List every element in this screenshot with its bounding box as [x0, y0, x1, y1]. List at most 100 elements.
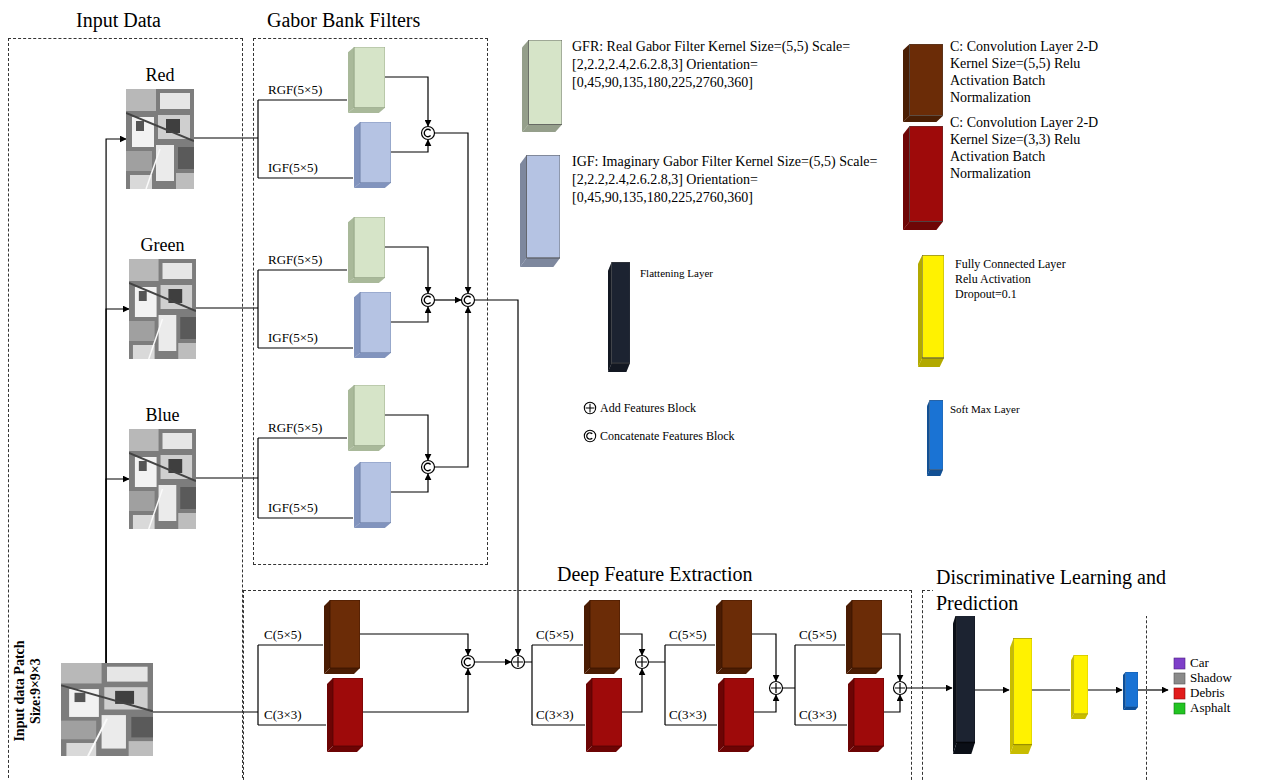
- feed-lines: [152, 100, 1070, 725]
- swatch-shade: [520, 155, 527, 267]
- arrow-lines: [360, 77, 1168, 712]
- panel-heading: Discriminative Learning and Prediction: [933, 564, 1169, 616]
- swatch-face: [529, 40, 562, 125]
- aerial-photo-pattern: [129, 429, 196, 529]
- layer-label: C(5×5): [669, 627, 707, 643]
- merge-symbols: [422, 127, 907, 695]
- legend-swatch: [903, 126, 943, 230]
- image-node: Input data Patch Size:9×9×3: [61, 663, 153, 756]
- channel-name: Red: [126, 64, 194, 86]
- swatch-side: [903, 44, 910, 122]
- gabor-filter-blocks: [348, 47, 391, 528]
- layer-label: C(3×3): [536, 707, 574, 723]
- legend-text: Concatenate Features Block: [600, 429, 800, 443]
- swatch-side: [608, 262, 612, 372]
- swatch-face: [910, 44, 943, 116]
- swatch-shade: [520, 258, 560, 267]
- panel-heading: Deep Feature Extraction: [554, 562, 755, 586]
- swatch-shade: [522, 40, 529, 132]
- aerial-photo: [129, 429, 196, 529]
- swatch-shade: [918, 358, 944, 367]
- class-name: Asphalt: [1190, 700, 1230, 716]
- swatch-shade: [903, 116, 943, 122]
- swatch-shade: [522, 125, 562, 132]
- image-node: Red: [126, 89, 194, 189]
- aerial-photo: [61, 663, 153, 756]
- swatch-side: [918, 255, 922, 367]
- swatch-side: [608, 363, 630, 372]
- panel-heading: Gabor Bank Filters: [264, 8, 423, 32]
- swatch-side: [903, 126, 910, 230]
- swatch-shade: [903, 44, 910, 122]
- legend-swatch: [608, 262, 630, 372]
- swatch-side: [522, 125, 562, 132]
- legend-swatch: [927, 400, 943, 476]
- swatch-shade: [927, 470, 943, 476]
- connector-arrow: [106, 309, 129, 663]
- legend-text: Flattening Layer: [640, 266, 760, 280]
- swatch-face: [612, 262, 630, 363]
- swatch-side: [520, 258, 560, 267]
- group-panel: Input DataRedGreenBlueInput data Patch S…: [8, 38, 243, 780]
- swatch-face: [922, 255, 944, 358]
- panel-heading: Input Data: [73, 8, 164, 32]
- layer-label: C(3×3): [669, 707, 707, 723]
- swatch-side: [927, 470, 943, 476]
- channel-name: Blue: [129, 404, 196, 426]
- layer-label: C(3×3): [264, 707, 302, 723]
- class-cubes: [1174, 658, 1185, 714]
- swatch-shade: [903, 222, 943, 230]
- swatch-face: [527, 155, 560, 258]
- layer-label: IGF(5×5): [268, 330, 318, 346]
- legend-text: GFR: Real Gabor Filter Kernel Size=(5,5)…: [572, 38, 892, 92]
- swatch-side: [522, 40, 529, 132]
- class-name: Shadow: [1190, 670, 1232, 686]
- legend-text: C: Convolution Layer 2-D Kernel Size=(3,…: [950, 114, 1100, 182]
- channel-name: Green: [129, 234, 196, 256]
- aerial-photo: [129, 259, 196, 359]
- aerial-photo-pattern: [61, 663, 153, 756]
- legend-text: IGF: Imaginary Gabor Filter Kernel Size=…: [572, 153, 892, 207]
- swatch-shade: [608, 363, 630, 372]
- aerial-photo-pattern: [129, 259, 196, 359]
- legend-swatch: [903, 44, 943, 122]
- swatch-shade: [927, 400, 930, 476]
- swatch-face: [910, 126, 943, 222]
- swatch-shade: [608, 262, 612, 372]
- swatch-side: [918, 358, 944, 367]
- image-node: Blue: [129, 429, 196, 529]
- legend-text: Soft Max Layer: [950, 402, 1070, 416]
- swatch-face: [930, 400, 943, 470]
- group-panel: Gabor Bank Filters: [253, 38, 488, 565]
- convolution-blocks: [324, 600, 884, 752]
- layer-label: C(5×5): [799, 627, 837, 643]
- legend-text: Fully Connected Layer Relu Activation Dr…: [955, 257, 1085, 302]
- layer-label: RGF(5×5): [268, 420, 322, 436]
- layer-label: C(5×5): [264, 627, 302, 643]
- class-name: Car: [1190, 655, 1209, 671]
- connector-arrow: [106, 479, 129, 663]
- legend-swatch: [918, 255, 944, 367]
- aerial-photo: [126, 89, 194, 189]
- layer-label: IGF(5×5): [268, 160, 318, 176]
- group-panel: Discriminative Learning and Prediction: [922, 590, 1147, 780]
- swatch-side: [927, 400, 930, 476]
- swatch-side: [903, 222, 943, 230]
- input-caption: Input data Patch Size:9×9×3: [12, 616, 44, 766]
- legend-text: Add Features Block: [600, 401, 800, 415]
- class-name: Debris: [1190, 685, 1225, 701]
- image-node: Green: [129, 259, 196, 359]
- legend-swatch: [520, 155, 560, 267]
- layer-label: RGF(5×5): [268, 252, 322, 268]
- layer-label: C(3×3): [799, 707, 837, 723]
- connector-arrow: [106, 139, 126, 663]
- layer-label: C(5×5): [536, 627, 574, 643]
- dense-blocks: [953, 612, 1138, 754]
- legend-swatch: [522, 40, 562, 132]
- layer-label: IGF(5×5): [268, 500, 318, 516]
- swatch-side: [520, 155, 527, 267]
- swatch-side: [903, 116, 943, 122]
- swatch-shade: [903, 126, 910, 230]
- legend-text: C: Convolution Layer 2-D Kernel Size=(5,…: [950, 38, 1100, 106]
